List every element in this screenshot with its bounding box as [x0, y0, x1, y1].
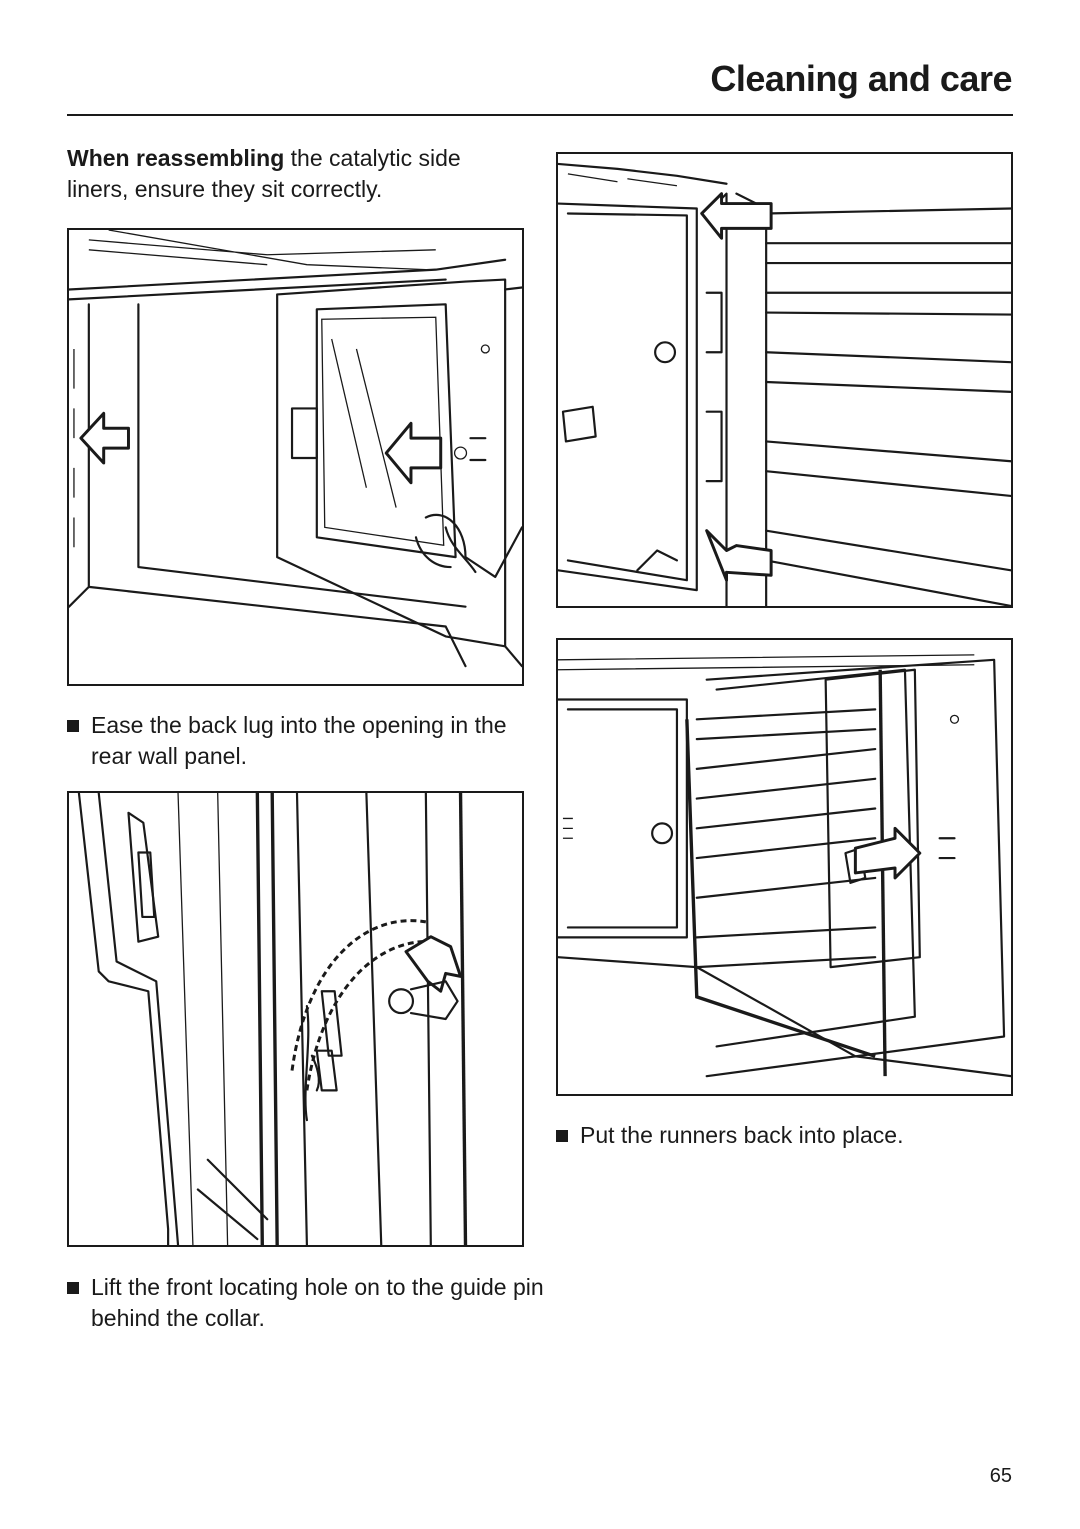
header-rule: [67, 114, 1013, 116]
illustration-back-lug: [67, 228, 524, 686]
page-title: Cleaning and care: [710, 58, 1012, 99]
illustration-guide-pin: [67, 791, 524, 1247]
page-number: 65: [989, 1465, 1012, 1487]
illustration-runners: [556, 638, 1013, 1096]
intro-bold: When reassembling: [67, 145, 285, 171]
step-runners: Put the runners back into place.: [556, 1120, 1040, 1151]
step-text: Lift the front locating hole on to the g…: [91, 1274, 544, 1331]
intro-text: the catalytic side liners, ensure they s…: [67, 145, 461, 202]
step-text: Ease the back lug into the opening in th…: [91, 712, 507, 769]
bullet-icon: [67, 1282, 79, 1294]
step-ease-back-lug: Ease the back lug into the opening in th…: [67, 710, 551, 772]
intro-paragraph: When reassembling the catalytic side lin…: [67, 143, 527, 205]
illustration-liner-seated: [556, 152, 1013, 608]
bullet-icon: [67, 720, 79, 732]
step-lift-front-hole: Lift the front locating hole on to the g…: [67, 1272, 551, 1334]
step-text: Put the runners back into place.: [580, 1122, 904, 1148]
bullet-icon: [556, 1130, 568, 1142]
